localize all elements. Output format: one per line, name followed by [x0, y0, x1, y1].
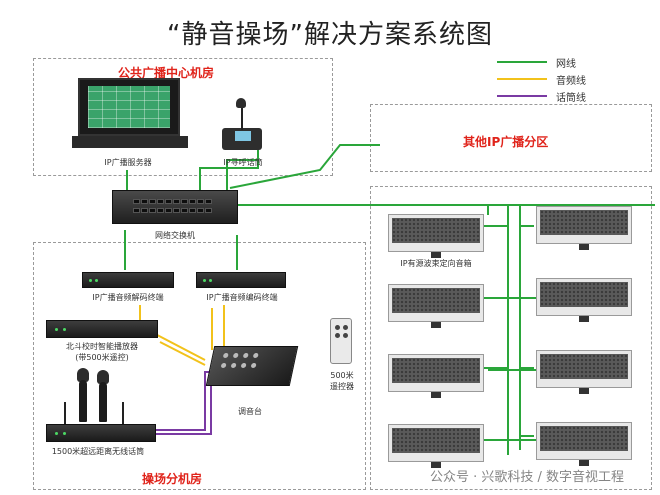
other-zone-label: 其他IP广播分区	[463, 135, 549, 149]
legend-audio-line	[497, 78, 547, 80]
speaker-right-2	[536, 278, 632, 316]
speaker-left-2	[388, 284, 484, 322]
audio-mixer-label: 调音台	[238, 407, 262, 416]
speaker-right-4	[536, 422, 632, 460]
speaker-left-1-foot	[431, 252, 441, 258]
audio-encoder-label: IP广播音频编码终端	[206, 293, 278, 302]
ip-paging-mic-stem	[241, 106, 243, 130]
smart-player	[46, 320, 158, 338]
legend-network-line	[497, 61, 547, 63]
smart-player-label-1: 北斗校时智能播放器	[66, 342, 138, 351]
speaker-left-3	[388, 354, 484, 392]
smart-player-label-2: (带500米遥控)	[75, 353, 129, 362]
center-room-label: 公共广播中心机房	[118, 66, 215, 80]
receiver-antenna-right	[122, 402, 124, 426]
speaker-right-1	[536, 206, 632, 244]
speaker-left-1	[388, 214, 484, 252]
wireless-mic-2-body	[99, 382, 107, 422]
audio-decoder-terminal	[82, 272, 174, 288]
remote-label-1: 500米	[330, 371, 354, 380]
legend-mic-label: 话筒线	[556, 93, 586, 104]
ip-paging-mic-label: IP寻呼话筒	[223, 158, 263, 167]
ip-paging-mic-head-icon	[236, 98, 246, 108]
speaker-label: IP有源波束定向音箱	[400, 259, 472, 268]
speaker-left-3-foot	[431, 392, 441, 398]
audio-decoder-label: IP广播音频解码终端	[92, 293, 164, 302]
wireless-mic-1-head-icon	[77, 368, 89, 382]
legend-audio-label: 音频线	[556, 76, 586, 87]
speaker-left-4	[388, 424, 484, 462]
wireless-mic-label: 1500米超远距离无线话筒	[51, 447, 145, 456]
ip-paging-mic-panel	[235, 131, 251, 141]
wireless-receiver	[46, 424, 156, 442]
speaker-left-4-foot	[431, 462, 441, 468]
ip-broadcast-server-screen	[78, 78, 180, 136]
center-room-box	[33, 58, 333, 176]
speaker-left-2-foot	[431, 322, 441, 328]
speaker-right-4-foot	[579, 460, 589, 466]
field-room-label: 操场分机房	[142, 472, 203, 486]
network-switch	[112, 190, 238, 224]
diagram-title: “静音操场”解决方案系统图	[167, 20, 493, 50]
speaker-right-1-foot	[579, 244, 589, 250]
remote-control-icon	[330, 318, 352, 364]
legend-mic-line	[497, 95, 547, 97]
ip-broadcast-server-label: IP广播服务器	[104, 158, 152, 167]
speaker-right-3-foot	[579, 388, 589, 394]
ip-broadcast-server-base	[72, 136, 188, 148]
field-room-box	[33, 242, 366, 490]
audio-mixer	[205, 346, 299, 386]
speaker-area-box	[370, 186, 652, 490]
other-zone-box	[370, 104, 652, 172]
remote-label-2: 遥控器	[330, 382, 354, 391]
speaker-right-3	[536, 350, 632, 388]
wireless-mic-1-body	[79, 380, 87, 422]
legend-network-label: 网线	[556, 59, 576, 70]
network-switch-label: 网络交换机	[155, 231, 195, 240]
receiver-antenna-left	[64, 402, 66, 426]
speaker-right-2-foot	[579, 316, 589, 322]
audio-encoder-terminal	[196, 272, 286, 288]
watermark-text: 公众号 · 兴歌科技 / 数字音视工程	[430, 470, 625, 485]
wireless-mic-2-head-icon	[97, 370, 109, 384]
